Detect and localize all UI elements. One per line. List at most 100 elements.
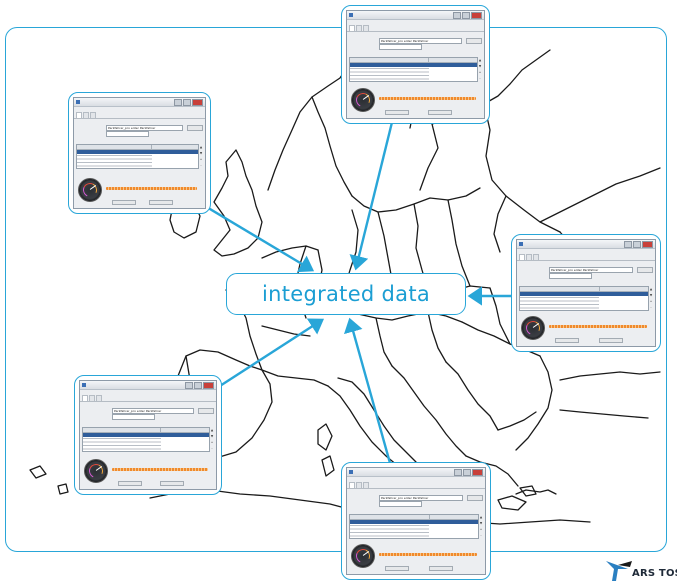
add-icon[interactable]: +: [479, 527, 483, 531]
table-row[interactable]: ​​: [350, 66, 477, 71]
tab-1[interactable]: ​: [76, 112, 82, 118]
footer-button-2[interactable]: [428, 109, 452, 115]
tab-3[interactable]: ​: [533, 254, 539, 260]
tab-1[interactable]: ​: [82, 395, 88, 401]
tab-2[interactable]: ​: [526, 254, 532, 260]
remove-icon[interactable]: –: [200, 163, 202, 167]
directory-field[interactable]: Parkfahrer_pro enter Parkfahrer: [549, 267, 633, 273]
table-row[interactable]: ​​: [83, 447, 209, 451]
tab-2[interactable]: ​: [89, 395, 95, 401]
browse-button[interactable]: [466, 38, 482, 44]
tab-3[interactable]: ​: [90, 112, 96, 118]
close-icon[interactable]: [471, 12, 482, 19]
table-row[interactable]: ​​: [350, 523, 478, 528]
footer-button-2[interactable]: [160, 480, 184, 486]
table-row[interactable]: ​​: [350, 527, 478, 531]
table-row[interactable]: ​​: [77, 150, 198, 154]
footer-button-1[interactable]: [112, 199, 136, 205]
footer-button-2[interactable]: [599, 337, 623, 343]
second-field[interactable]: [379, 44, 422, 50]
table-row[interactable]: ​​: [350, 534, 478, 538]
table-row[interactable]: ​​: [350, 73, 477, 78]
maximize-icon[interactable]: [463, 469, 471, 476]
second-field[interactable]: [112, 414, 155, 420]
move-down-icon[interactable]: ▼: [479, 521, 483, 525]
move-up-icon[interactable]: ▲: [210, 428, 214, 432]
table-row[interactable]: ​​: [520, 292, 648, 296]
tab-1[interactable]: ​: [519, 254, 525, 260]
minimize-icon[interactable]: [454, 469, 462, 476]
remove-icon[interactable]: –: [650, 305, 652, 309]
browse-button[interactable]: [198, 408, 214, 414]
tab-3[interactable]: ​: [363, 482, 369, 488]
table-row[interactable]: ​​: [77, 160, 198, 165]
table-row[interactable]: ​​: [77, 164, 198, 168]
minimize-icon[interactable]: [624, 241, 632, 248]
close-icon[interactable]: [203, 382, 214, 389]
move-up-icon[interactable]: ▲: [478, 58, 482, 62]
table-row[interactable]: ​​: [520, 299, 648, 303]
tab-3[interactable]: ​: [363, 25, 369, 31]
maximize-icon[interactable]: [633, 241, 641, 248]
table-row[interactable]: ​​: [350, 77, 477, 81]
add-icon[interactable]: +: [478, 70, 482, 74]
close-icon[interactable]: [642, 241, 653, 248]
move-down-icon[interactable]: ▼: [210, 434, 214, 438]
table-row[interactable]: ​​: [520, 306, 648, 310]
tab-1[interactable]: ​: [349, 25, 355, 31]
table-row[interactable]: ​​: [83, 443, 209, 448]
browse-button[interactable]: [637, 267, 653, 273]
second-field[interactable]: [549, 273, 592, 279]
browse-button[interactable]: [467, 495, 483, 501]
table-row[interactable]: ​​: [83, 433, 209, 437]
add-icon[interactable]: +: [210, 440, 214, 444]
minimize-icon[interactable]: [453, 12, 461, 19]
table-row[interactable]: ​​: [520, 302, 648, 307]
footer-button-1[interactable]: [385, 109, 409, 115]
table-row[interactable]: ​​: [350, 520, 478, 524]
maximize-icon[interactable]: [194, 382, 202, 389]
tab-2[interactable]: ​: [356, 25, 362, 31]
tab-2[interactable]: ​: [83, 112, 89, 118]
browse-button[interactable]: [187, 125, 203, 131]
move-up-icon[interactable]: ▲: [649, 287, 653, 291]
footer-button-2[interactable]: [149, 199, 173, 205]
move-down-icon[interactable]: ▼: [478, 64, 482, 68]
table-row[interactable]: ​​: [350, 63, 477, 67]
move-up-icon[interactable]: ▲: [479, 515, 483, 519]
directory-field[interactable]: Parkfahrer_pro enter Parkfahrer: [379, 495, 463, 501]
footer-button-1[interactable]: [555, 337, 579, 343]
table-row[interactable]: ​​: [350, 70, 477, 74]
directory-field[interactable]: Parkfahrer_pro enter Parkfahrer: [112, 408, 194, 414]
directory-field[interactable]: Parkfahrer_pro enter Parkfahrer: [379, 38, 462, 44]
footer-button-1[interactable]: [385, 565, 409, 571]
move-down-icon[interactable]: ▼: [199, 151, 203, 155]
minimize-icon[interactable]: [174, 99, 182, 106]
table-row[interactable]: ​​: [77, 153, 198, 158]
table-row[interactable]: ​​: [350, 530, 478, 535]
second-field[interactable]: [379, 501, 422, 507]
footer-button-2[interactable]: [429, 565, 453, 571]
directory-field[interactable]: Parkfahrer_pro enter Parkfahrer: [106, 125, 183, 131]
tab-3[interactable]: ​: [96, 395, 102, 401]
close-icon[interactable]: [192, 99, 203, 106]
table-row[interactable]: ​​: [83, 436, 209, 441]
close-icon[interactable]: [472, 469, 483, 476]
second-field[interactable]: [106, 131, 149, 137]
maximize-icon[interactable]: [183, 99, 191, 106]
move-down-icon[interactable]: ▼: [649, 293, 653, 297]
minimize-icon[interactable]: [185, 382, 193, 389]
remove-icon[interactable]: –: [211, 446, 213, 450]
tab-2[interactable]: ​: [356, 482, 362, 488]
remove-icon[interactable]: –: [480, 533, 482, 537]
tab-1[interactable]: ​: [349, 482, 355, 488]
remove-icon[interactable]: –: [479, 76, 481, 80]
footer-button-1[interactable]: [118, 480, 142, 486]
add-icon[interactable]: +: [199, 157, 203, 161]
table-row[interactable]: ​​: [520, 295, 648, 300]
maximize-icon[interactable]: [462, 12, 470, 19]
table-row[interactable]: ​​: [83, 440, 209, 444]
add-icon[interactable]: +: [649, 299, 653, 303]
move-up-icon[interactable]: ▲: [199, 145, 203, 149]
table-row[interactable]: ​​: [77, 157, 198, 161]
